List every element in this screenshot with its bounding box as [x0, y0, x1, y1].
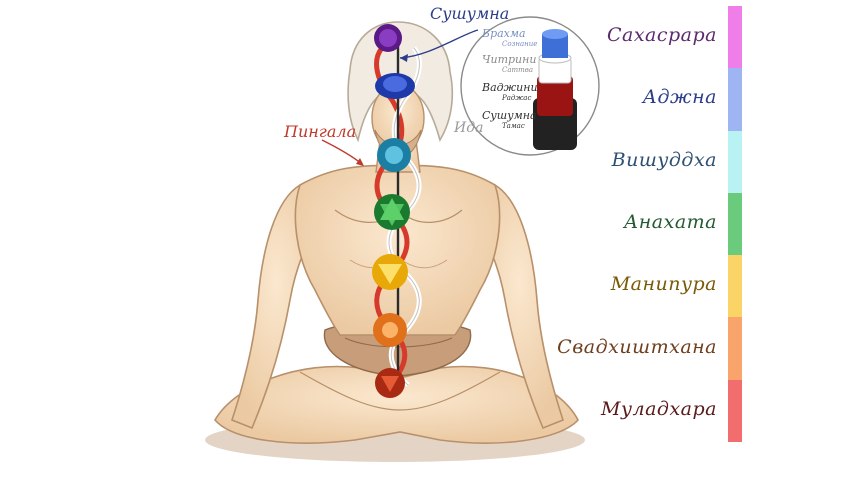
chakra-color-bar-segment: [728, 68, 742, 131]
chakra-color-bar-segment: [728, 379, 742, 442]
inset-label-main: Ваджини: [482, 81, 538, 94]
crossed-legs: [214, 365, 579, 444]
third-eye-lotus-icon: [375, 73, 415, 99]
chakra-color-bar-segment: [728, 255, 742, 318]
inset-label-sub: Тамас: [502, 122, 525, 130]
chakra-name-label: Сахасрара: [606, 24, 717, 47]
chakra-name-label: Муладхара: [601, 397, 717, 420]
pingala-leader-line: [321, 139, 363, 165]
inset-label-main: Читрини: [482, 53, 537, 66]
chakra-color-bar-segment: [728, 6, 742, 69]
sushumna-leader-line: [399, 29, 479, 59]
chakra-color-bar-segment: [728, 317, 742, 380]
nadi-layers-cylinder-icon: [533, 29, 577, 150]
chakra-name-label: Свадхиштхана: [557, 335, 717, 358]
inset-label-sub: Саттва: [502, 66, 534, 74]
sushumna-callout: Сушумна: [430, 4, 510, 23]
chakra-name-label: Аджна: [642, 86, 717, 109]
pingala-callout: Пингала: [284, 122, 357, 141]
sacral-lotus-icon: [373, 313, 407, 347]
chakra-color-bar-segment: [728, 192, 742, 256]
inset-label-sub: Сознание: [502, 40, 538, 48]
chakra-name-label: Манипура: [610, 273, 717, 296]
inset-label-sub: Раджас: [502, 94, 532, 102]
inset-label-main: Брахма: [482, 27, 526, 40]
thousand-petal-lotus-icon: [374, 24, 402, 52]
ida-callout: Ида: [454, 120, 484, 136]
chakra-name-label: Вишуддха: [611, 148, 717, 171]
solar-plexus-lotus-icon: [372, 254, 408, 290]
inset-label-main: Сушумна: [482, 109, 537, 122]
heart-lotus-icon: [374, 194, 410, 230]
root-lotus-icon: [375, 368, 405, 398]
chakra-color-bar-segment: [728, 130, 742, 193]
throat-lotus-icon: [377, 138, 411, 172]
chakra-name-label: Анахата: [623, 211, 717, 233]
